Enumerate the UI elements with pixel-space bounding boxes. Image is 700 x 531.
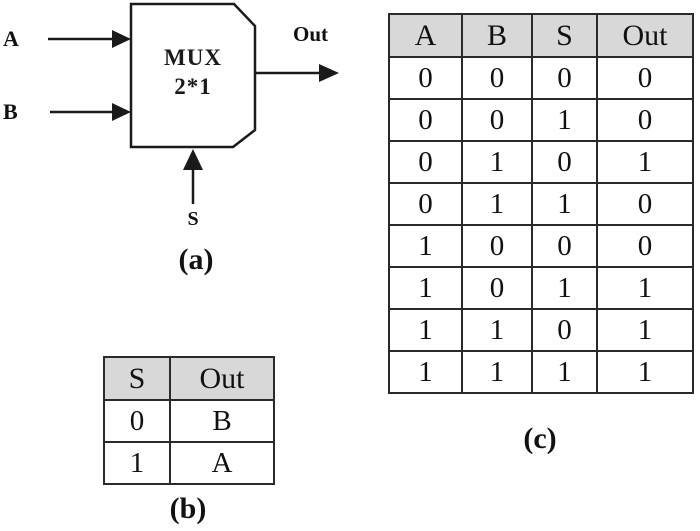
table-cell: 0: [596, 98, 694, 142]
table-cell: 0: [596, 182, 694, 226]
table-cell: 1: [531, 266, 598, 310]
table-cell: 0: [596, 56, 694, 100]
header-cell: A: [388, 13, 463, 58]
output-label: Out: [293, 22, 329, 46]
table-cell: 0: [596, 224, 694, 268]
table-cell: A: [169, 441, 275, 485]
table-cell: 0: [388, 140, 463, 184]
table-cell: 1: [461, 182, 533, 226]
table-cell: 0: [461, 224, 533, 268]
table-cell: 1: [103, 441, 171, 485]
table-cell: 1: [531, 98, 598, 142]
table-cell: 1: [388, 308, 463, 352]
table-cell: 1: [596, 350, 694, 394]
mux-block-title: MUX: [164, 45, 222, 70]
header-cell: S: [103, 356, 171, 401]
table-cell: 0: [531, 308, 598, 352]
input-a-arrowhead: [112, 30, 131, 48]
table-cell: 0: [531, 140, 598, 184]
header-cell: Out: [169, 356, 275, 401]
table-cell: 1: [388, 224, 463, 268]
table-cell: 1: [596, 140, 694, 184]
select-s-label: S: [187, 208, 199, 230]
table-cell: 1: [388, 266, 463, 310]
table-cell: 1: [461, 140, 533, 184]
header-cell: S: [531, 13, 598, 58]
table-cell: B: [169, 399, 275, 443]
table-cell: 0: [388, 182, 463, 226]
output-arrowhead: [319, 64, 339, 82]
table-cell: 0: [461, 56, 533, 100]
table-cell: 0: [388, 98, 463, 142]
input-b-arrowhead: [112, 103, 131, 121]
mux-block-shape: [129, 2, 257, 149]
select-s-arrowhead: [183, 149, 203, 170]
header-cell: B: [461, 13, 533, 58]
table-cell: 1: [388, 350, 463, 394]
table-cell: 0: [531, 224, 598, 268]
table-cell: 1: [461, 308, 533, 352]
table-cell: 1: [596, 308, 694, 352]
table-cell: 0: [531, 56, 598, 100]
input-a-label: A: [3, 26, 19, 51]
table-cell: 0: [388, 56, 463, 100]
caption-a: (a): [178, 243, 214, 276]
table-cell: 1: [461, 350, 533, 394]
caption-b: (b): [169, 492, 207, 525]
mux-diagram-graphics: [48, 2, 339, 204]
table-cell: 0: [461, 98, 533, 142]
header-cell: Out: [596, 13, 694, 58]
table-cell: 1: [531, 182, 598, 226]
mux-block-subtitle: 2*1: [174, 74, 212, 99]
caption-c: (c): [523, 422, 557, 455]
mux-diagram: A B Out S MUX 2*1 (a): [0, 0, 380, 300]
table-cell: 1: [596, 266, 694, 310]
mux-block-text: MUX 2*1: [131, 43, 255, 101]
table-cell: 0: [461, 266, 533, 310]
table-cell: 1: [531, 350, 598, 394]
table-cell: 0: [103, 399, 171, 443]
input-b-label: B: [3, 99, 18, 124]
